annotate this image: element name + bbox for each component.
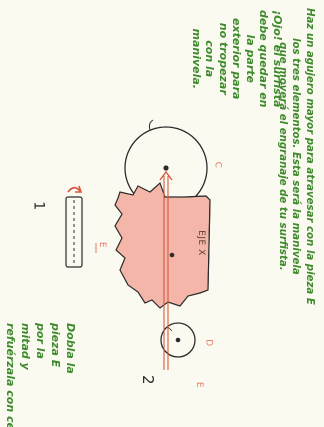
label-piece-e-bottom: E: [194, 381, 205, 389]
warning-line-2: debe quedar en: [257, 10, 271, 108]
main-line-1: Haz un agujero mayor para atravesar con …: [304, 8, 315, 305]
wheel-d: [160, 322, 196, 358]
step-1-number: 1: [30, 201, 47, 211]
axis-arrow-icon: [159, 170, 173, 181]
fold-line-3: por la: [34, 323, 47, 359]
warning-line-7: manivela.: [190, 28, 203, 90]
fold-instruction: Dobla la pieza E por la mitad y refuérza…: [3, 323, 78, 427]
piece-e-strip: [65, 196, 83, 268]
label-axis-x: EJE X: [195, 230, 206, 256]
warning-line-6: con la: [203, 40, 217, 78]
gear-piece: [114, 181, 211, 309]
main-line-2: los tres elementos. Esta será la manivel…: [290, 38, 302, 275]
label-piece-d: D: [203, 339, 214, 347]
label-piece-c: C: [212, 161, 223, 169]
fold-line-1: Dobla la: [64, 323, 77, 374]
warning-line-4: exterior para: [230, 18, 244, 100]
step-2-number: 2: [139, 374, 158, 386]
fold-line-4: mitad y: [19, 323, 32, 370]
label-piece-e-top: E: [97, 241, 108, 249]
warning-line-3: la parte: [244, 34, 257, 83]
fold-arrow-icon: [67, 185, 83, 193]
main-line-3: que moverá el engranaje de tu surfista.: [277, 42, 288, 271]
fold-line-5: refuérzala con celo.: [4, 323, 17, 427]
fold-line-2: pieza E: [49, 323, 62, 368]
warning-line-5: no tropezar: [217, 22, 230, 95]
main-instruction: Haz un agujero mayor para atravesar con …: [276, 8, 317, 305]
warning-instruction: ¡Ojo! el surfista debe quedar en la part…: [190, 10, 284, 108]
